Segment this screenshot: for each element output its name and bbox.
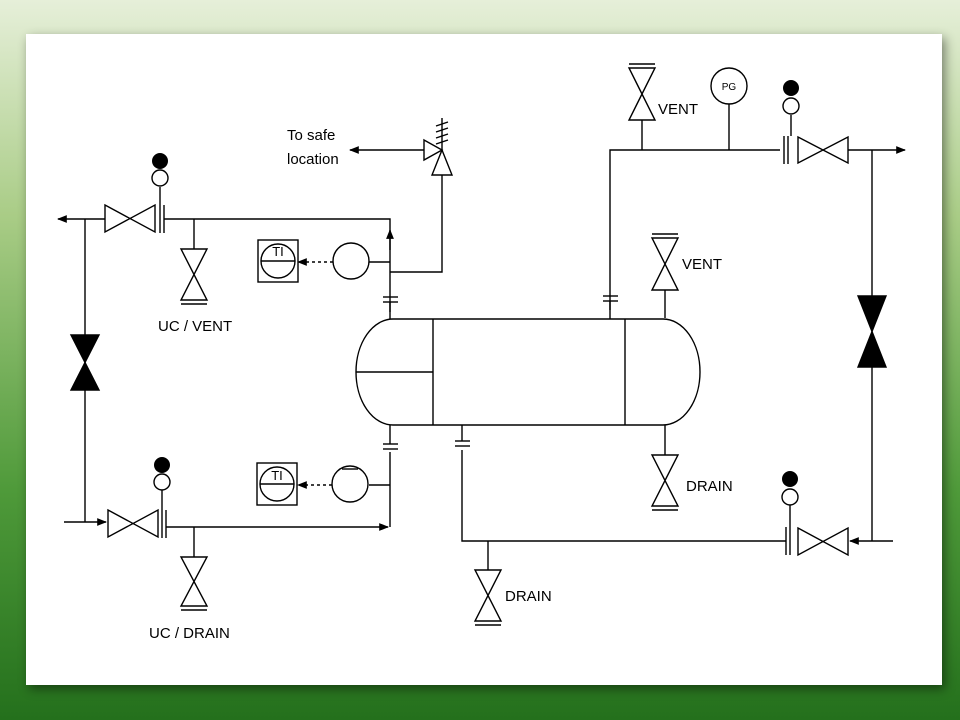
label-pg: PG	[722, 82, 737, 93]
pipe-relief-line	[390, 175, 443, 273]
heat-exchanger-vessel	[355, 318, 701, 426]
label-uc-vent: UC / VENT	[158, 318, 232, 335]
label-drain-shell: DRAIN	[686, 478, 733, 495]
temperature-indicator-upper[interactable]	[257, 239, 299, 283]
pipe-shell-bottom	[461, 450, 786, 542]
valve-upper-left[interactable]	[104, 153, 169, 234]
valve-uc-drain[interactable]	[179, 556, 209, 611]
slide	[26, 34, 942, 685]
label-ti-upper: TI	[272, 244, 284, 259]
thermowell-lower	[331, 465, 369, 503]
label-vent-top: VENT	[658, 101, 698, 118]
valve-bottom-right[interactable]	[781, 471, 849, 557]
label-uc-drain: UC / DRAIN	[149, 625, 230, 642]
pipe-shell-top-outlet	[609, 149, 780, 310]
pressure-gauge[interactable]	[710, 67, 748, 105]
valve-vent-shell[interactable]	[650, 233, 680, 291]
valve-drain-shell[interactable]	[650, 454, 680, 511]
pipe-upper-left-outlet	[164, 218, 391, 228]
valve-right-bypass-closed[interactable]	[856, 295, 888, 368]
valve-uc-vent[interactable]	[179, 248, 209, 305]
label-safe-location-2: location	[287, 151, 339, 168]
flange-shell-bottom	[455, 425, 470, 447]
flange-lower-left	[383, 425, 398, 450]
label-drain-bottom: DRAIN	[505, 588, 552, 605]
label-safe-location-1: To safe	[287, 127, 335, 144]
valve-drain-bottom[interactable]	[473, 569, 503, 626]
flange-shell-top	[603, 295, 618, 319]
valve-left-bypass-closed[interactable]	[69, 334, 101, 391]
temperature-indicator-lower[interactable]	[256, 462, 298, 506]
label-ti-lower: TI	[271, 468, 283, 483]
label-vent-shell: VENT	[682, 256, 722, 273]
thermowell-upper	[332, 242, 370, 280]
valve-vent-top[interactable]	[627, 63, 657, 121]
relief-valve[interactable]	[423, 118, 454, 176]
valve-top-right[interactable]	[782, 80, 849, 165]
flange-upper-left	[383, 296, 398, 319]
valve-lower-left[interactable]	[107, 457, 171, 539]
